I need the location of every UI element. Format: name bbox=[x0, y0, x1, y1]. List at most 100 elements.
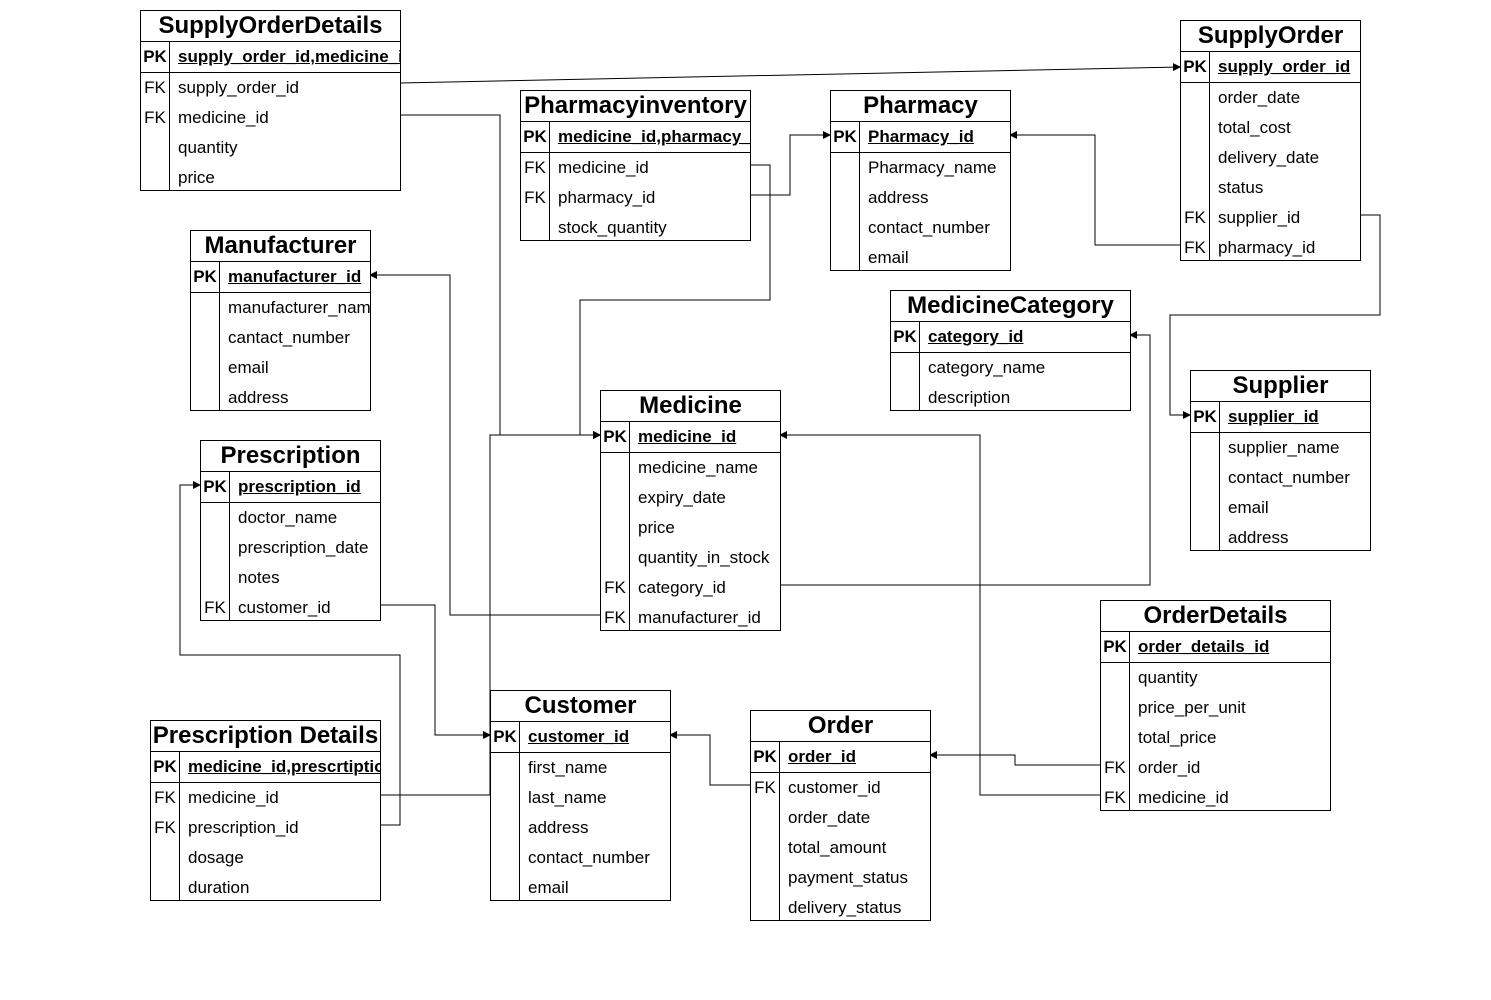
key-label: FK bbox=[521, 183, 550, 213]
key-label bbox=[191, 383, 220, 410]
attribute-row: stock_quantity bbox=[521, 213, 750, 240]
key-label: FK bbox=[141, 73, 170, 103]
attribute-row: doctor_name bbox=[201, 503, 380, 533]
primary-key-row: PK supply_order_id bbox=[1181, 52, 1360, 83]
attribute-row: email bbox=[191, 353, 370, 383]
entity-title: Order bbox=[751, 711, 930, 742]
attribute-name: Pharmacy_name bbox=[868, 158, 997, 177]
key-label: FK bbox=[141, 103, 170, 133]
attribute-name: contact_number bbox=[528, 848, 650, 867]
attribute-name: quantity bbox=[1138, 668, 1198, 687]
key-label bbox=[521, 213, 550, 240]
entity-title: SupplyOrderDetails bbox=[141, 11, 400, 42]
attribute-row: expiry_date bbox=[601, 483, 780, 513]
pk-field: manufacturer_id bbox=[228, 267, 362, 286]
attribute-row: price_per_unit bbox=[1101, 693, 1330, 723]
key-label bbox=[601, 453, 630, 483]
attribute-name: order_date bbox=[788, 808, 871, 827]
entity-title: Customer bbox=[491, 691, 670, 722]
key-label bbox=[491, 783, 520, 813]
pk-field: Pharmacy_id bbox=[868, 127, 974, 146]
pk-field: supply_order_id bbox=[1218, 57, 1351, 76]
attribute-name: medicine_name bbox=[638, 458, 759, 477]
attribute-row: duration bbox=[151, 873, 380, 900]
attribute-name: email bbox=[528, 878, 569, 897]
key-label bbox=[141, 133, 170, 163]
key-label bbox=[1101, 723, 1130, 753]
attribute-name: quantity bbox=[178, 138, 238, 157]
key-label bbox=[831, 213, 860, 243]
attribute-name: quantity_in_stock bbox=[638, 548, 770, 567]
key-label: FK bbox=[751, 773, 780, 803]
attribute-name: description bbox=[928, 388, 1011, 407]
key-label bbox=[1191, 523, 1220, 550]
key-label bbox=[1101, 693, 1130, 723]
attribute-name: total_cost bbox=[1218, 118, 1291, 137]
attribute-row: address bbox=[491, 813, 670, 843]
key-label: FK bbox=[201, 593, 230, 620]
attribute-row: email bbox=[491, 873, 670, 900]
pk-field: prescription_id bbox=[238, 477, 361, 496]
attribute-name: stock_quantity bbox=[558, 218, 667, 237]
attribute-name: expiry_date bbox=[638, 488, 726, 507]
pk-field: medicine_id bbox=[638, 427, 737, 446]
attribute-row: last_name bbox=[491, 783, 670, 813]
attribute-name: order_date bbox=[1218, 88, 1301, 107]
attribute-row: email bbox=[831, 243, 1010, 270]
attribute-row: contact_number bbox=[831, 213, 1010, 243]
attribute-row: prescription_date bbox=[201, 533, 380, 563]
attribute-name: customer_id bbox=[788, 778, 881, 797]
attribute-name: first_name bbox=[528, 758, 608, 777]
attribute-name: contact_number bbox=[868, 218, 990, 237]
attribute-row: email bbox=[1191, 493, 1370, 523]
attribute-name: last_name bbox=[528, 788, 607, 807]
attribute-name: delivery_date bbox=[1218, 148, 1320, 167]
attribute-name: prescription_id bbox=[188, 818, 299, 837]
attribute-name: email bbox=[228, 358, 269, 377]
key-label bbox=[1181, 143, 1210, 173]
attribute-name: manufacturer_name bbox=[228, 298, 370, 317]
attribute-name: pharmacy_id bbox=[558, 188, 656, 207]
attribute-name: order_id bbox=[1138, 758, 1201, 777]
key-label: FK bbox=[151, 783, 180, 813]
attribute-row: contact_number bbox=[491, 843, 670, 873]
attribute-name: category_name bbox=[928, 358, 1046, 377]
key-label bbox=[1181, 113, 1210, 143]
key-label bbox=[751, 833, 780, 863]
attribute-row: medicine_name bbox=[601, 453, 780, 483]
attribute-name: pharmacy_id bbox=[1218, 238, 1316, 257]
pk-field: order_details_id bbox=[1138, 637, 1270, 656]
key-label bbox=[891, 353, 920, 383]
attribute-name: medicine_id bbox=[1138, 788, 1229, 807]
key-label bbox=[151, 843, 180, 873]
pk-label: PK bbox=[1181, 52, 1210, 82]
pk-field: medicine_id,prescrtiption_id bbox=[188, 757, 380, 776]
key-label bbox=[191, 353, 220, 383]
attribute-row: quantity bbox=[141, 133, 400, 163]
link-prescription-customer bbox=[380, 604, 491, 739]
attribute-name: notes bbox=[238, 568, 280, 587]
entity-title: Medicine bbox=[601, 391, 780, 422]
attribute-name: supplier_name bbox=[1228, 438, 1340, 457]
attribute-row: category_name bbox=[891, 353, 1130, 383]
attribute-row: status bbox=[1181, 173, 1360, 203]
